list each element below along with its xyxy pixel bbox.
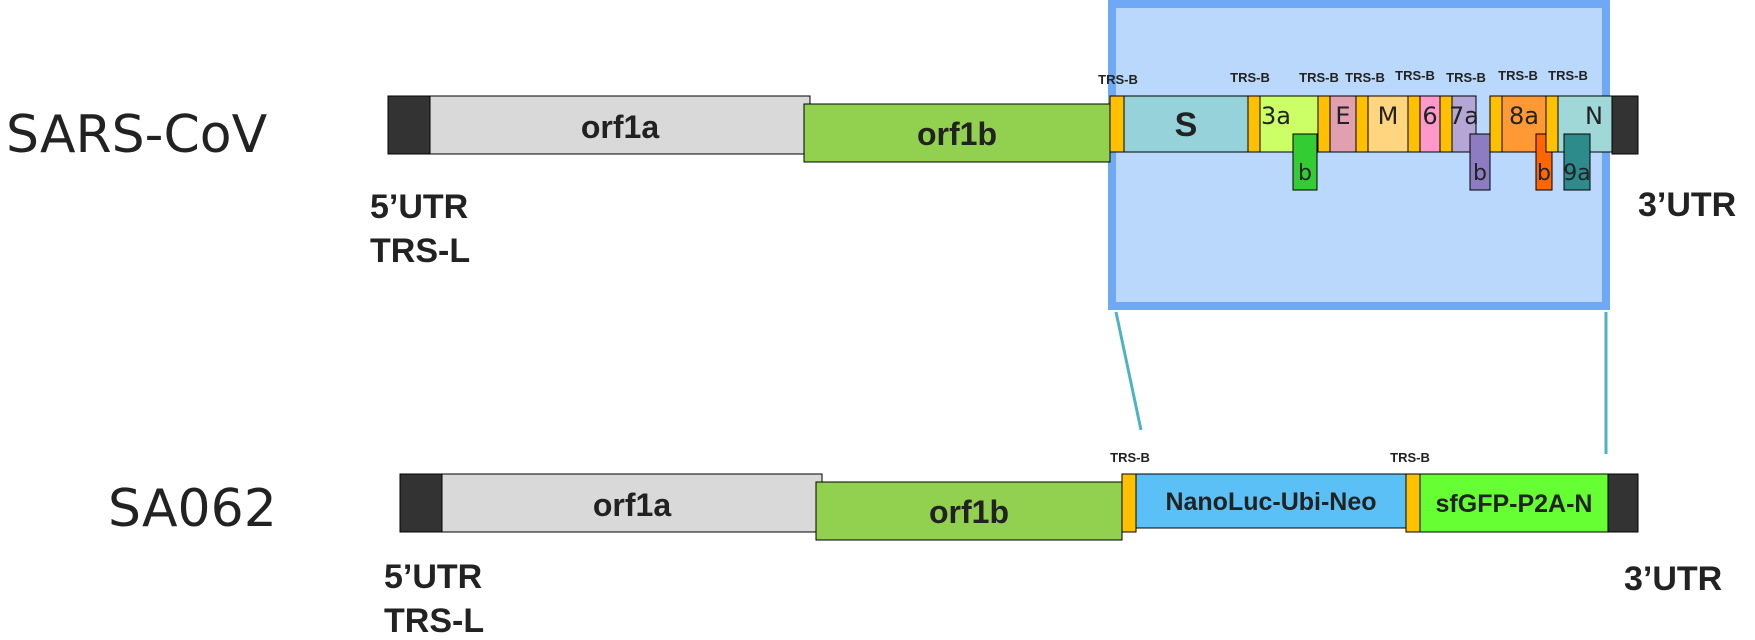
sfgfp-label: sfGFP-P2A-N — [1436, 490, 1593, 518]
orf1a-block-bottom — [441, 473, 823, 533]
trs-b-block-1 — [1109, 95, 1125, 153]
orf1b-block-top — [803, 103, 1111, 163]
gene-n-label: N — [1585, 102, 1603, 130]
orf1a-label-bottom: orf1a — [593, 487, 671, 523]
trs-b-label-top-4: TRS-B — [1345, 70, 1385, 85]
gene-7a-label: 7a — [1449, 102, 1479, 130]
gene-8a-label: 8a — [1509, 102, 1539, 130]
trs-b-block-8 — [1545, 95, 1559, 153]
orf1a-label-top: orf1a — [581, 109, 659, 145]
trs-b-label-top-8: TRS-B — [1548, 68, 1588, 83]
orf1b-label-top: orf1b — [917, 116, 997, 152]
trs-b-label-top-7: TRS-B — [1498, 68, 1538, 83]
trs-b-block-bottom-2 — [1405, 473, 1421, 533]
trs-b-label-top-6: TRS-B — [1446, 70, 1486, 85]
gene-3b-block — [1292, 133, 1318, 191]
gene-e-block — [1329, 95, 1357, 153]
s-gene-block — [1123, 95, 1249, 153]
trs-b-block-5 — [1407, 95, 1421, 153]
trs-b-block-7 — [1489, 95, 1503, 153]
trs-b-block-2 — [1247, 95, 1261, 153]
utr3-label-bottom: 3’UTR — [1624, 560, 1722, 598]
sfgfp-block — [1419, 473, 1609, 533]
trs-l-label-top: TRS-L — [370, 232, 470, 270]
gene-m-block — [1367, 95, 1409, 153]
utr5-label-bottom: 5’UTR — [384, 558, 482, 596]
utr3-block-top — [1611, 95, 1639, 155]
genome-name-top: SARS-CoV — [6, 105, 268, 165]
utr3-label-top: 3’UTR — [1638, 186, 1736, 224]
gene-8b-label: b — [1537, 161, 1551, 186]
utr5-block-bottom — [399, 473, 443, 533]
utr3-block-bottom — [1607, 473, 1639, 533]
orf1a-block-top — [429, 95, 811, 155]
trs-b-label-top-5: TRS-B — [1395, 68, 1435, 83]
trs-b-label-top-3: TRS-B — [1299, 70, 1339, 85]
trs-l-label-bottom: TRS-L — [384, 602, 484, 640]
trs-b-block-bottom-1 — [1121, 473, 1137, 533]
gene-3a-label: 3a — [1261, 102, 1291, 130]
gene-9a-label: 9a — [1563, 161, 1590, 186]
gene-9a-block — [1563, 133, 1591, 191]
utr5-block-top — [387, 95, 431, 155]
gene-7b-block — [1469, 133, 1491, 191]
trs-b-label-top-1: TRS-B — [1098, 72, 1138, 87]
gene-6-label: 6 — [1422, 102, 1437, 130]
gene-m-label: M — [1378, 102, 1399, 130]
orf1b-block-bottom — [815, 481, 1123, 541]
highlight-region — [1108, 0, 1610, 310]
nanoluc-block — [1135, 473, 1407, 529]
s-gene-label: S — [1175, 106, 1198, 144]
trs-b-label-bottom-2: TRS-B — [1390, 450, 1430, 465]
trs-b-label-top-2: TRS-B — [1230, 70, 1270, 85]
connector-line-left — [1114, 311, 1143, 431]
utr5-label-top: 5’UTR — [370, 188, 468, 226]
gene-e-label: E — [1335, 102, 1350, 130]
trs-b-block-4 — [1355, 95, 1369, 153]
genome-name-bottom: SA062 — [108, 479, 277, 539]
nanoluc-label: NanoLuc-Ubi-Neo — [1165, 488, 1376, 516]
gene-3b-label: b — [1298, 161, 1312, 186]
gene-7b-label: b — [1473, 161, 1487, 186]
trs-b-label-bottom-1: TRS-B — [1110, 450, 1150, 465]
trs-b-block-3 — [1317, 95, 1331, 153]
orf1b-label-bottom: orf1b — [929, 494, 1009, 530]
